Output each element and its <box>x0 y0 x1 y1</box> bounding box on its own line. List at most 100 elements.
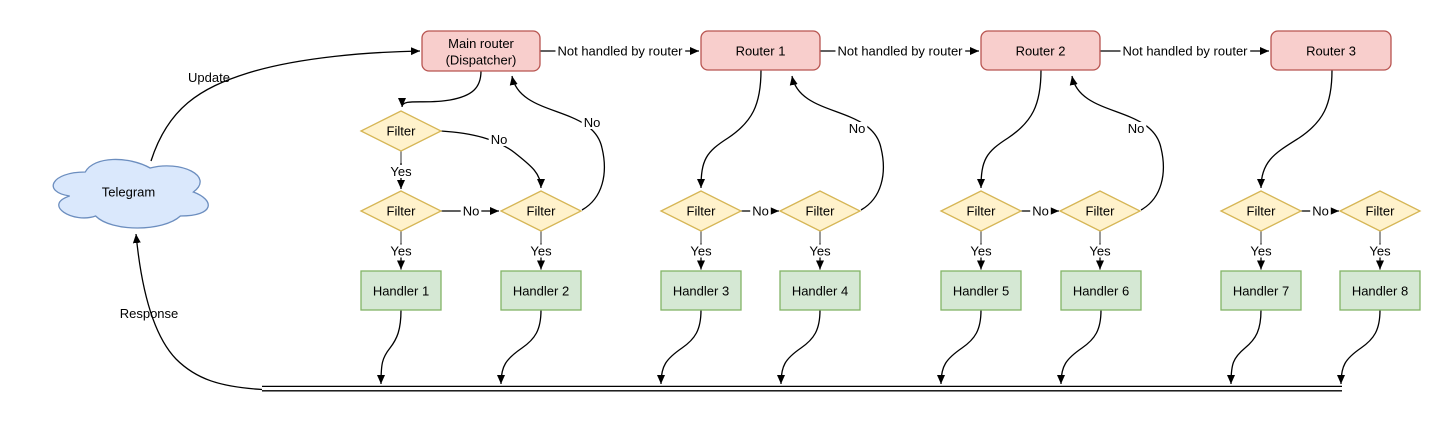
handler-to-bus-edge <box>497 309 542 385</box>
edges <box>132 47 1384 392</box>
edge-labels: Update Response Not handled by router No… <box>120 44 1394 321</box>
label-bg <box>846 122 868 135</box>
handler-8-node <box>1339 270 1421 311</box>
yes-label: Yes <box>530 244 552 259</box>
router3-to-filter-edge <box>1257 69 1333 189</box>
filter-diamond <box>359 190 443 232</box>
label-bg <box>1030 204 1051 218</box>
label-bg <box>807 244 834 258</box>
not-handled-label: Not handled by router <box>1122 44 1248 59</box>
main-router-node <box>421 30 541 72</box>
handler-1-node <box>360 270 442 311</box>
dispatcher-to-filter-edge <box>398 70 482 108</box>
handler-to-bus-edge <box>937 309 982 385</box>
router-2-node <box>980 30 1101 71</box>
filter-no-curve-edge <box>440 130 545 189</box>
no-label: No <box>752 204 769 219</box>
router2-to-filter-edge <box>977 69 1042 189</box>
no-label: No <box>1128 121 1145 136</box>
handler-6-label: Handler 6 <box>1073 284 1129 299</box>
filter-diamond <box>499 190 583 232</box>
no-return-edge-router1 <box>789 75 884 211</box>
filter-label: Filter <box>806 204 836 219</box>
response-edge-label: Response <box>120 306 179 321</box>
filter-label: Filter <box>687 204 717 219</box>
telegram-cloud <box>52 158 209 229</box>
handler-to-bus-edge <box>1057 309 1102 385</box>
not-handled-label: Not handled by router <box>837 44 963 59</box>
no-label: No <box>1032 204 1049 219</box>
label-bg <box>1087 244 1114 258</box>
router1-to-filter-edge <box>697 69 762 189</box>
yes-label: Yes <box>1089 244 1111 259</box>
handler-3-label: Handler 3 <box>673 284 729 299</box>
handler-2-node <box>500 270 582 311</box>
no-label: No <box>584 115 601 130</box>
handler-8-label: Handler 8 <box>1352 284 1408 299</box>
nodes: Telegram Main router (Dispatcher) Router… <box>52 30 1422 311</box>
yes-label: Yes <box>390 244 412 259</box>
label-bg <box>581 116 603 129</box>
router-1-node <box>700 30 821 71</box>
filter-label: Filter <box>1247 204 1277 219</box>
filter-label: Filter <box>967 204 997 219</box>
router-3-label: Router 3 <box>1306 44 1356 59</box>
filter-label: Filter <box>1366 204 1396 219</box>
filter-diamond <box>1219 190 1303 232</box>
label-bg <box>460 204 482 218</box>
handler-4-node <box>779 270 861 311</box>
yes-label: Yes <box>809 244 831 259</box>
handler-7-label: Handler 7 <box>1233 284 1289 299</box>
label-bg <box>1120 44 1251 58</box>
label-bg <box>968 244 995 258</box>
filter-label: Filter <box>387 204 417 219</box>
no-label: No <box>491 132 508 147</box>
label-bg <box>1367 244 1394 258</box>
label-bg <box>488 133 510 146</box>
no-label: No <box>849 121 866 136</box>
handler-5-node <box>940 270 1022 311</box>
label-bg <box>1310 204 1331 218</box>
handler-5-label: Handler 5 <box>953 284 1009 299</box>
label-bg <box>835 44 966 58</box>
no-label: No <box>463 204 480 219</box>
label-bg <box>388 165 415 178</box>
update-edge-label: Update <box>188 70 230 85</box>
update-edge <box>150 47 421 162</box>
filter-diamond <box>1338 190 1422 232</box>
main-router-label-line1: Main router <box>448 36 514 51</box>
no-return-edge-dispatcher <box>509 75 605 211</box>
filter-diamond <box>659 190 743 232</box>
filter-diamond <box>359 110 443 152</box>
handler-to-bus-edge <box>1227 309 1262 385</box>
handler-to-bus-edge <box>777 309 821 385</box>
yes-label: Yes <box>690 244 712 259</box>
handler-to-bus-edge <box>657 309 702 385</box>
handler-7-node <box>1220 270 1302 311</box>
router-1-label: Router 1 <box>736 44 786 59</box>
no-return-edge-router2 <box>1069 75 1164 211</box>
yes-label: Yes <box>1369 244 1391 259</box>
label-bg <box>688 244 715 258</box>
filter-label: Filter <box>1086 204 1116 219</box>
filter-diamond <box>939 190 1023 232</box>
handler-2-label: Handler 2 <box>513 284 569 299</box>
yes-label: Yes <box>390 164 412 179</box>
yes-label: Yes <box>970 244 992 259</box>
label-bg <box>750 204 771 218</box>
label-bg <box>528 244 555 258</box>
label-bg <box>388 244 415 258</box>
handler-6-node <box>1060 270 1142 311</box>
yes-label: Yes <box>1250 244 1272 259</box>
not-handled-label: Not handled by router <box>557 44 683 59</box>
filter-label: Filter <box>387 124 417 139</box>
label-bg <box>1125 122 1147 135</box>
label-bg <box>555 44 686 58</box>
filter-diamond <box>1058 190 1142 232</box>
handler-4-label: Handler 4 <box>792 284 848 299</box>
handler-to-bus-edge <box>1337 309 1381 385</box>
main-router-label-line2: (Dispatcher) <box>446 53 517 68</box>
telegram-cloud-label: Telegram <box>102 185 155 200</box>
